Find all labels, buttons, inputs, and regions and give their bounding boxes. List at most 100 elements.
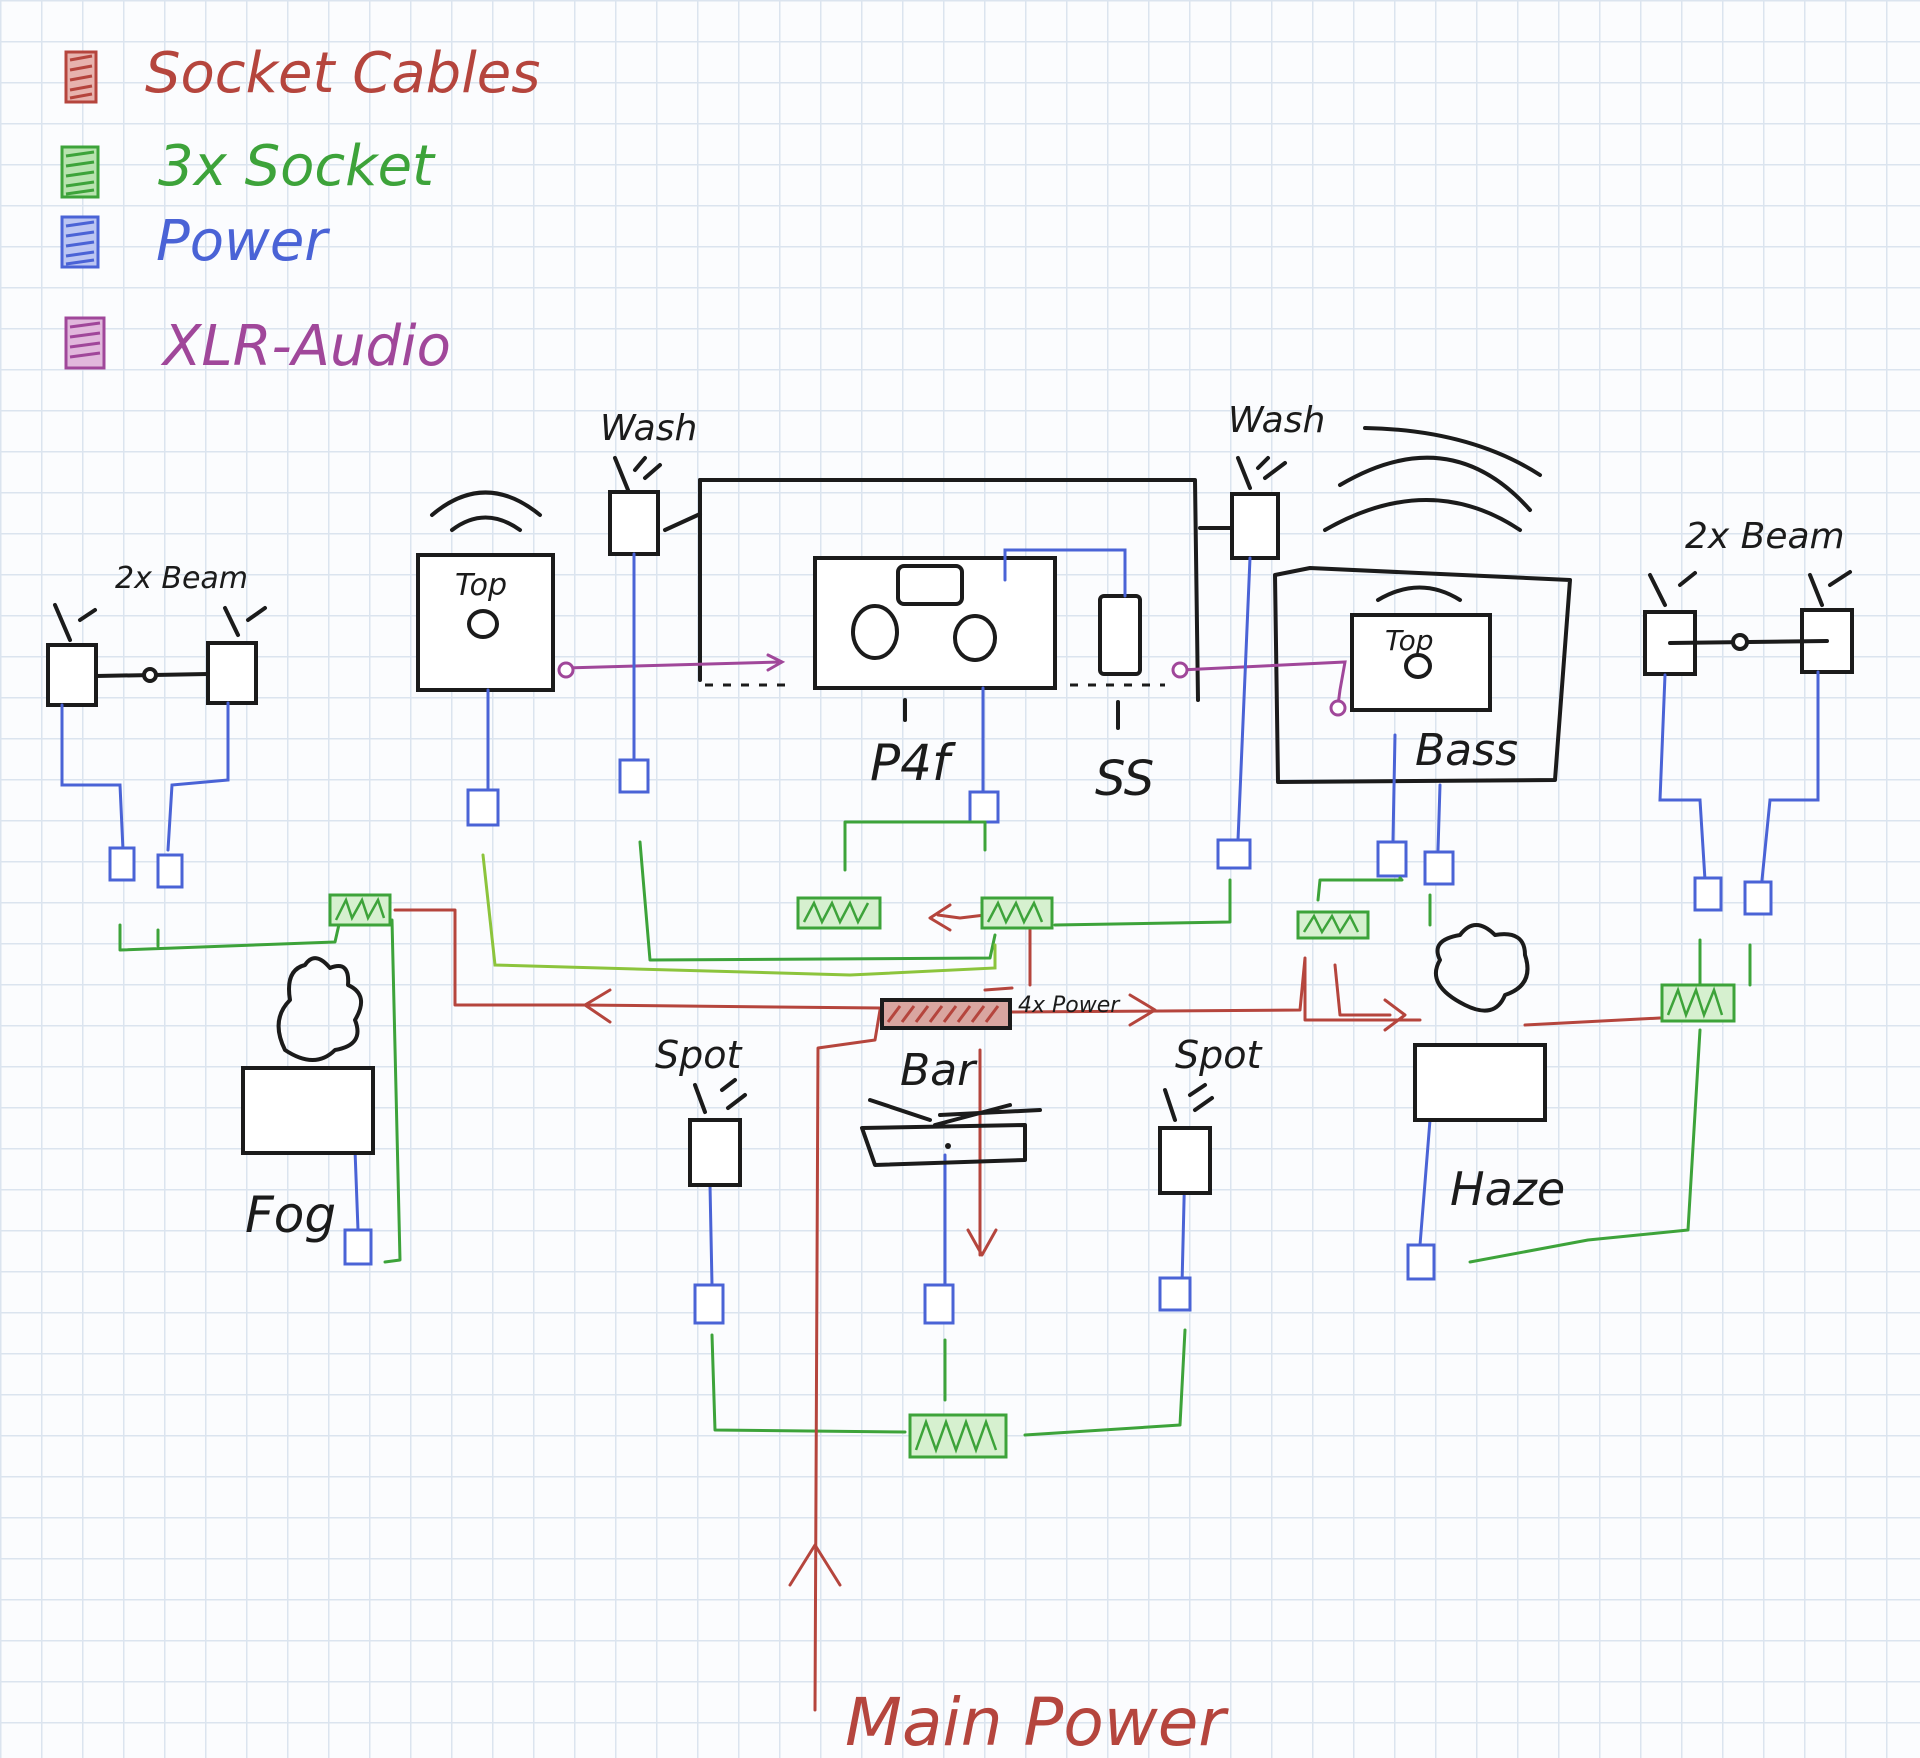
haze-power-cable — [1418, 1118, 1432, 1247]
wash-left-plug — [618, 758, 650, 794]
strip-beam-left — [328, 893, 392, 927]
wash-right: Wash — [1198, 400, 1325, 560]
top-right-cabinet — [1350, 613, 1492, 712]
xlr-bass-connector — [1329, 699, 1347, 717]
fog-machine: Fog — [241, 956, 375, 1244]
beam-left-power-cables — [60, 701, 230, 852]
wash-right-socket-cable — [1053, 878, 1232, 927]
spot-right-fixture — [1158, 1126, 1212, 1195]
socket-cable-to-center — [983, 928, 1032, 992]
bar-power-strip — [880, 998, 1012, 1030]
bar-power-note: 4x Power — [1018, 993, 1121, 1018]
legend-label-xlr-audio: XLR-Audio — [160, 314, 451, 379]
top-right-sound-wave — [1376, 585, 1462, 602]
socket-cable-center-link — [936, 913, 987, 920]
bass-plug-a — [1376, 840, 1408, 878]
top-left-sound-waves — [430, 490, 542, 532]
ss-link-cable — [1003, 548, 1127, 598]
legend-power: Power — [60, 209, 330, 274]
fog-machine-body — [241, 1066, 375, 1155]
strip-beam-right — [1660, 983, 1736, 1023]
socket-cable-bar-arrow — [966, 1228, 998, 1257]
legend-label-three-socket: 3x Socket — [158, 134, 436, 199]
beam-right-plug-b — [1743, 880, 1773, 916]
wash-left: Wash — [600, 408, 702, 556]
main-power-label: Main Power — [845, 1684, 1229, 1758]
spot-right: Spot — [1158, 1033, 1263, 1195]
strip-spots — [908, 1413, 1008, 1459]
bar-power-strip-hatch — [886, 1005, 1000, 1023]
stage-outline — [698, 478, 1200, 702]
legend-xlr-audio: XLR-Audio — [64, 314, 451, 379]
xlr-audio-swatch-hatch — [69, 321, 101, 359]
beam-left-light-icons — [53, 603, 267, 642]
wash-right-label: Wash — [1228, 400, 1325, 441]
beam-right-clamp — [1731, 633, 1749, 651]
beam-right-socket-cable — [1698, 938, 1752, 987]
haze-socket-cable — [1468, 1028, 1702, 1264]
p4f-screen — [896, 564, 964, 606]
fog-socket-cable — [383, 918, 402, 1264]
spot-left: Spot — [655, 1033, 747, 1187]
legend-label-power: Power — [156, 209, 330, 274]
bar-fixture — [860, 1123, 1027, 1167]
socket-cable-left-arrow — [583, 988, 612, 1024]
haze-label: Haze — [1450, 1162, 1565, 1216]
legend: Socket Cables 3x Socket Power XLR-Audio — [60, 41, 540, 379]
strip-left-center — [796, 896, 882, 930]
beam-left: 2x Beam — [46, 561, 267, 707]
beam-left-fixture-b — [206, 641, 258, 705]
xlr-left-cable — [563, 660, 782, 670]
beam-left-fixture-a — [46, 643, 98, 707]
xlr-left-arrow — [766, 653, 786, 672]
socket-cable-to-haze — [1333, 963, 1392, 1017]
top-right-driver — [1404, 653, 1432, 679]
spot-right-beam-icon — [1163, 1083, 1214, 1122]
top-left-speaker: Top — [416, 490, 555, 692]
wash-right-fixture — [1230, 492, 1280, 560]
p4f-socket-cable — [843, 820, 987, 872]
main-power-arrow — [788, 1543, 842, 1587]
p4f-plug — [968, 790, 1000, 824]
socket-cables — [393, 903, 1662, 1712]
spot-right-label: Spot — [1175, 1033, 1263, 1077]
bar-label: Bar — [900, 1045, 978, 1096]
haze-cloud-icon — [1434, 923, 1530, 1013]
p4f-label: P4f — [870, 734, 956, 792]
wash-left-mount — [663, 512, 702, 532]
three-socket-swatch-hatch — [65, 150, 95, 196]
top-left-label: Top — [455, 568, 507, 603]
beam-left-clamp — [142, 667, 158, 683]
beam-right-label: 2x Beam — [1685, 516, 1845, 557]
top-left-plug — [466, 788, 500, 827]
three-socket-strips — [328, 893, 1736, 1459]
main-power-cable — [813, 1008, 882, 1712]
p4f-jog-right — [953, 614, 997, 662]
socket-cable-center-arrow — [928, 903, 952, 932]
beam-right-power-cables — [1658, 670, 1820, 882]
xlr-right-cable — [1178, 660, 1347, 707]
ss-label: SS — [1095, 751, 1154, 807]
beam-left-socket-cable — [118, 918, 342, 952]
ss-device — [1098, 594, 1142, 676]
xlr-audio-cables — [557, 653, 1347, 717]
legend-socket-cables: Socket Cables — [64, 41, 540, 106]
three-socket-cables — [118, 820, 1752, 1437]
spot-right-plug — [1158, 1276, 1192, 1312]
bass-and-top-right: Top Bass — [1273, 426, 1572, 784]
beam-left-plug-a — [108, 846, 136, 882]
haze-machine: Haze — [1413, 923, 1565, 1216]
spot-left-beam-icon — [693, 1078, 747, 1114]
bass-label: Bass — [1415, 725, 1518, 776]
spot-and-bar-power-cables — [708, 1153, 1187, 1287]
ss-unit: SS — [1095, 594, 1154, 807]
legend-three-socket: 3x Socket — [60, 134, 436, 199]
bar-beam-icon — [868, 1098, 1042, 1127]
haze-plug — [1406, 1243, 1436, 1281]
spot-left-plug — [693, 1283, 725, 1325]
top-right-label: Top — [1385, 624, 1434, 657]
bar-plug — [923, 1283, 955, 1325]
beam-right-plug-a — [1693, 876, 1723, 912]
bar-distribution: 4x Power Bar — [860, 993, 1121, 1167]
socket-cable-haze-arrow — [1383, 998, 1407, 1032]
